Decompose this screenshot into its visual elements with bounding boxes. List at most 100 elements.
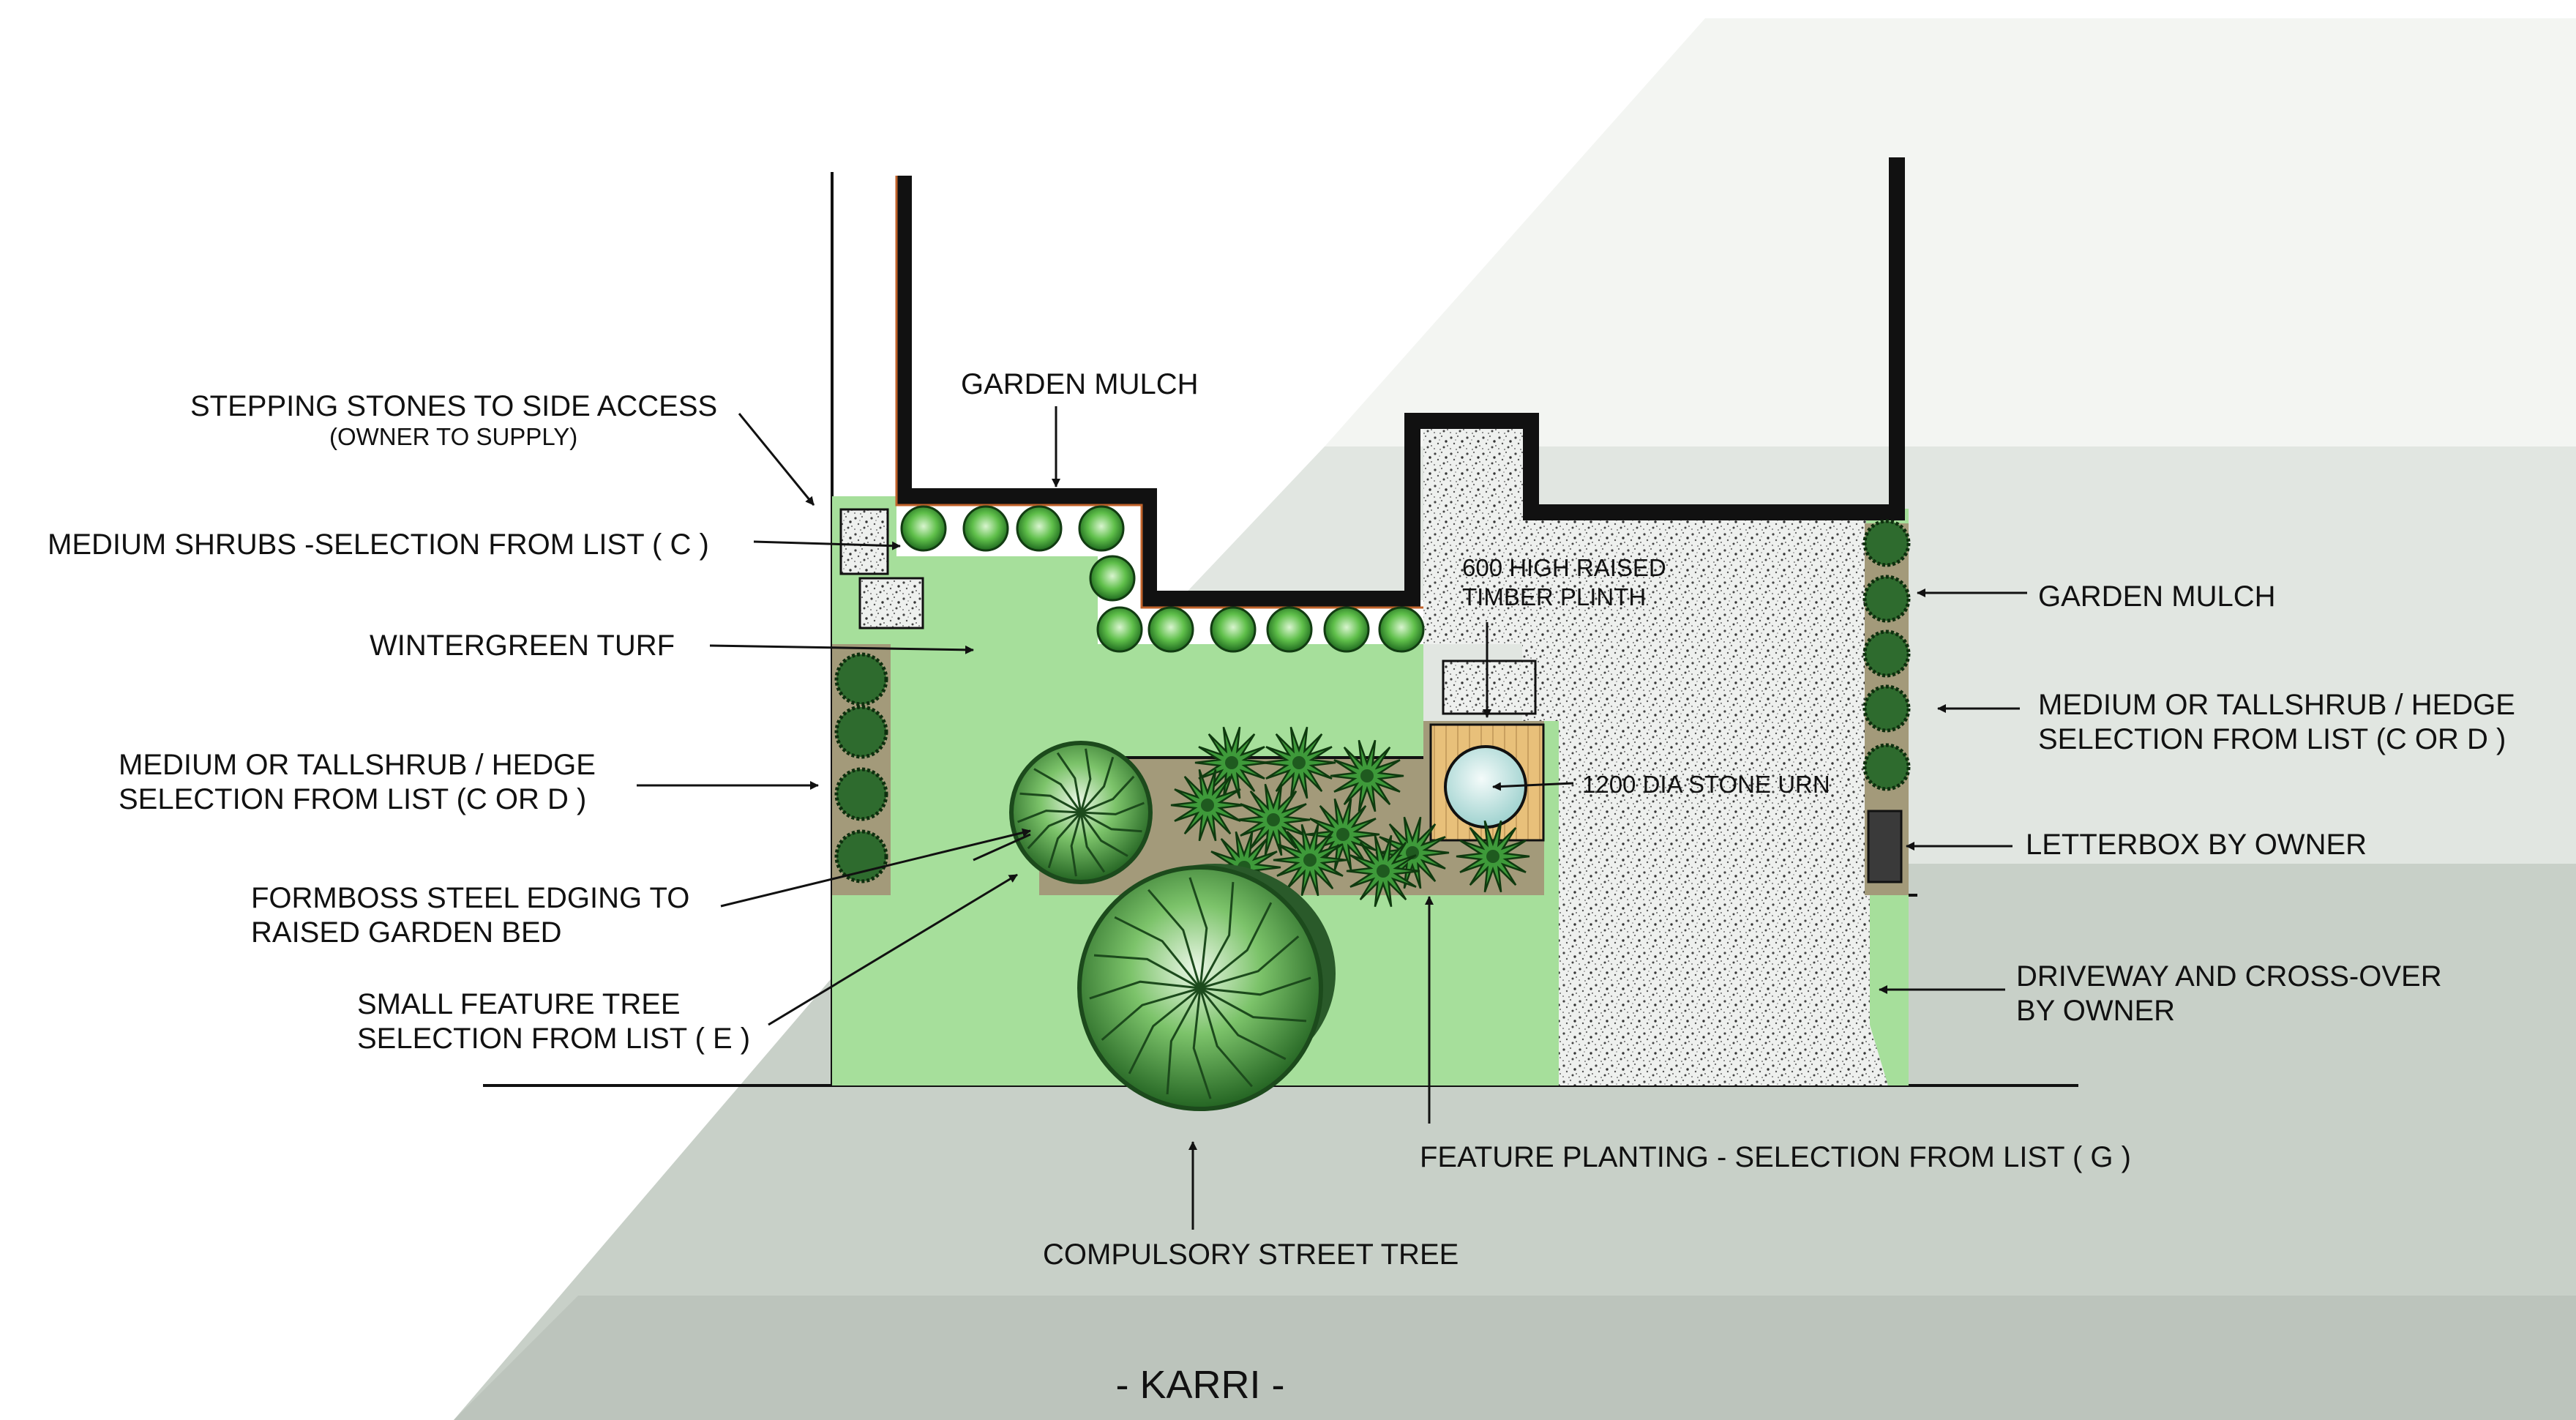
label-garden-mulch-right: GARDEN MULCH xyxy=(2038,580,2275,613)
label-stone-urn: 1200 DIA STONE URN xyxy=(1582,771,1830,798)
tree-branch xyxy=(1079,812,1128,857)
feature-plant-center xyxy=(1303,853,1317,867)
label-street-tree: COMPULSORY STREET TREE xyxy=(1043,1238,1459,1271)
label-stepping-stones-note: (OWNER TO SUPPLY) xyxy=(329,423,577,450)
shrub xyxy=(1210,606,1257,653)
tree-branch xyxy=(1199,976,1311,996)
hedge-shrub xyxy=(834,767,888,821)
house-wall xyxy=(896,157,1905,607)
tree-branch xyxy=(1080,811,1142,833)
feature-plant xyxy=(1236,783,1311,856)
tree-branch xyxy=(1199,987,1253,1088)
tree-branch xyxy=(1199,902,1273,990)
leader-small-tree xyxy=(768,873,1018,1026)
tree-branch xyxy=(1114,916,1202,989)
shrub xyxy=(1147,606,1194,653)
hedge-right xyxy=(1862,519,1911,791)
label-hedge-left-2: SELECTION FROM LIST (C OR D ) xyxy=(119,783,586,815)
label-garden-mulch-top: GARDEN MULCH xyxy=(961,368,1198,400)
stepping-stone xyxy=(839,508,889,575)
letterbox xyxy=(1867,810,1903,883)
tree-branch xyxy=(1199,881,1235,989)
feature-plant xyxy=(1273,823,1347,897)
tree-branch xyxy=(1080,775,1135,814)
labels: STEPPING STONES TO SIDE ACCESS (OWNER TO… xyxy=(48,368,2515,1407)
small-tree-branches xyxy=(1017,748,1145,877)
tree-branch xyxy=(1047,812,1082,869)
feature-plant xyxy=(1456,820,1530,893)
tree-branch xyxy=(1079,748,1092,813)
shrub xyxy=(1078,505,1125,552)
feature-plant-center xyxy=(1486,850,1499,863)
tree-branch xyxy=(1128,987,1201,1075)
shrub xyxy=(1089,555,1136,602)
label-plinth-2: TIMBER PLINTH xyxy=(1462,583,1646,610)
hedge-shrub xyxy=(834,705,888,759)
feature-plant xyxy=(1262,726,1336,799)
feature-plant-center xyxy=(1360,769,1374,782)
feature-plant xyxy=(1170,769,1245,842)
tree-branch xyxy=(1089,980,1201,1000)
shrub xyxy=(900,505,947,552)
tree-branch xyxy=(1199,935,1300,990)
tree-branch xyxy=(1019,792,1082,814)
label-hedge-right-2: SELECTION FROM LIST (C OR D ) xyxy=(2038,723,2506,755)
tree-branch xyxy=(1199,987,1307,1023)
hedge-shrub xyxy=(834,652,888,706)
hedge-shrub xyxy=(834,829,888,883)
label-letterbox: LETTERBOX BY OWNER xyxy=(2026,829,2367,861)
feature-plant xyxy=(1330,739,1404,812)
feature-plant xyxy=(1194,726,1269,799)
tree-branch xyxy=(1027,811,1082,850)
feature-plant-center xyxy=(1201,799,1214,812)
feature-plant-center xyxy=(1225,756,1238,769)
hedge-shrub xyxy=(1862,575,1911,623)
driveway-gravel xyxy=(1423,428,1888,1085)
leader-formboss-2 xyxy=(973,833,1031,862)
feature-plant-center xyxy=(1267,813,1280,826)
leader-urn xyxy=(1492,782,1574,791)
street-tree xyxy=(1077,864,1336,1111)
shrub xyxy=(1323,606,1370,653)
feature-plant-center xyxy=(1336,828,1349,841)
label-feature-planting: FEATURE PLANTING - SELECTION FROM LIST (… xyxy=(1420,1141,2131,1173)
street-tree-branches xyxy=(1089,877,1311,1099)
hedge-shrub xyxy=(1862,629,1911,678)
tree-branch xyxy=(1166,987,1202,1095)
label-plinth-1: 600 HIGH RAISED xyxy=(1462,554,1666,581)
medium-shrubs-top xyxy=(900,505,1425,653)
leader-medium-shrubs xyxy=(753,540,901,550)
tree-branch xyxy=(1093,954,1201,990)
label-wintergreen-turf: WINTERGREEN TURF xyxy=(370,629,675,662)
label-stepping-stones: STEPPING STONES TO SIDE ACCESS xyxy=(190,390,717,422)
shrub xyxy=(962,505,1009,552)
leader-formboss xyxy=(720,828,1031,908)
page-title: - KARRI - xyxy=(1115,1363,1284,1407)
label-formboss-2: RAISED GARDEN BED xyxy=(251,916,562,949)
label-small-tree-2: SELECTION FROM LIST ( E ) xyxy=(357,1023,750,1055)
shrub xyxy=(1378,606,1425,653)
shrub xyxy=(1016,505,1063,552)
plinth-gravel-pad xyxy=(1442,659,1537,715)
tree-branch xyxy=(1033,768,1082,813)
tree-branch xyxy=(1056,752,1082,813)
band-darker xyxy=(454,1296,2576,1420)
feature-plant xyxy=(1346,834,1420,908)
hedge-shrub xyxy=(1862,519,1911,567)
hedge-shrub xyxy=(1862,684,1911,733)
leader-stepping-stones xyxy=(738,413,815,506)
leader-wintergreen-turf xyxy=(709,644,974,654)
label-driveway-1: DRIVEWAY AND CROSS-OVER xyxy=(2016,960,2442,993)
tree-branch xyxy=(1199,987,1287,1061)
small-feature-tree xyxy=(1009,741,1153,884)
tree-branch xyxy=(1079,812,1106,873)
shrub xyxy=(1096,606,1143,653)
band-light xyxy=(1325,18,2576,446)
tree-branch xyxy=(1147,889,1202,989)
tree-branch xyxy=(1188,877,1208,989)
tree-branch xyxy=(1079,756,1115,813)
feature-plant-center xyxy=(1292,756,1306,769)
tree-branch xyxy=(1192,987,1212,1099)
hedge-shrub xyxy=(1862,743,1911,791)
